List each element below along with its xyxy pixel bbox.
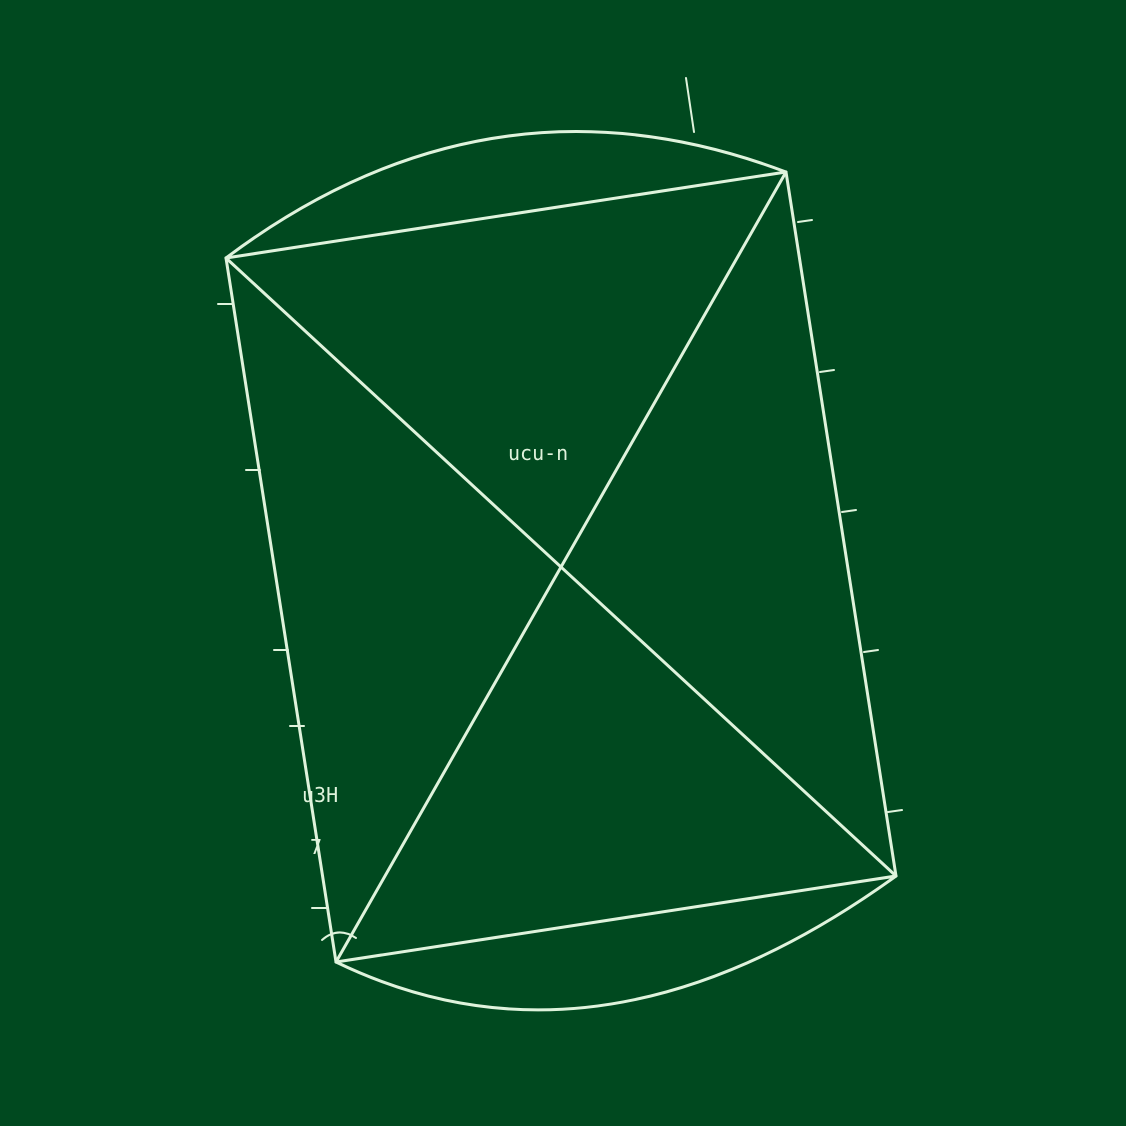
right-edge-tick xyxy=(863,649,879,653)
left-side-label: u3H xyxy=(302,783,338,807)
right-edge-tick xyxy=(797,219,813,223)
bottom-arc xyxy=(334,874,898,1012)
center-label: ucu-n xyxy=(508,441,568,465)
diagonal-top-right-to-bottom-left xyxy=(334,170,788,964)
top-arc xyxy=(224,130,788,260)
right-edge-ticks xyxy=(797,219,903,813)
right-edge-tick xyxy=(841,509,857,513)
top-edge xyxy=(224,170,788,260)
right-edge xyxy=(784,170,898,878)
bottom-edge xyxy=(334,874,898,964)
bottom-left-angle-mark xyxy=(321,931,357,941)
left-edge xyxy=(224,256,338,964)
left-edge-ticks xyxy=(217,303,327,909)
right-edge-tick xyxy=(887,809,903,813)
right-edge-tick xyxy=(819,369,835,373)
left-corner-label: 7 xyxy=(310,835,322,859)
top-arc-tick xyxy=(685,77,695,133)
